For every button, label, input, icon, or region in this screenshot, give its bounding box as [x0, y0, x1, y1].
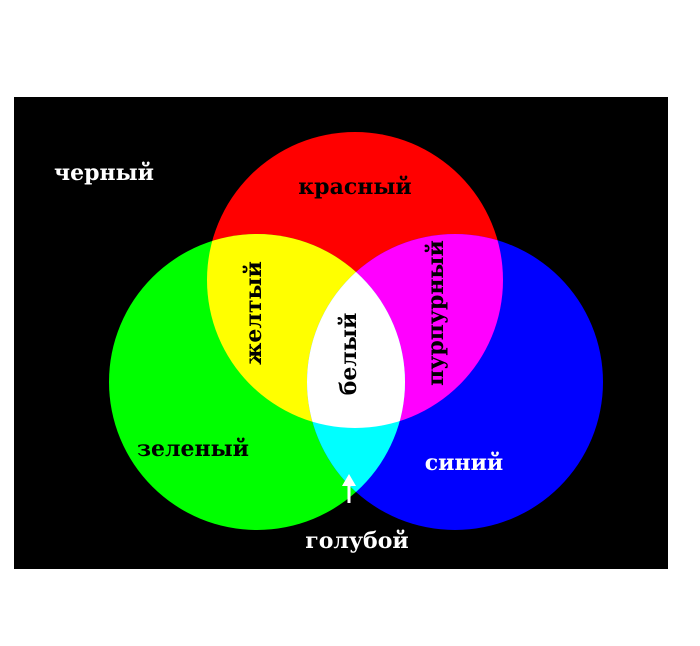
- label-red: красный: [298, 174, 411, 200]
- arrow-up-icon: [342, 474, 356, 503]
- white-overlap: [307, 234, 405, 428]
- label-blue: синий: [425, 450, 503, 476]
- label-black: черный: [54, 160, 154, 186]
- label-yellow: желтый: [241, 261, 267, 365]
- label-white: белый: [336, 313, 362, 396]
- label-cyan: голубой: [305, 528, 408, 554]
- label-magenta: пурпурный: [423, 240, 449, 386]
- label-green: зеленый: [137, 436, 249, 462]
